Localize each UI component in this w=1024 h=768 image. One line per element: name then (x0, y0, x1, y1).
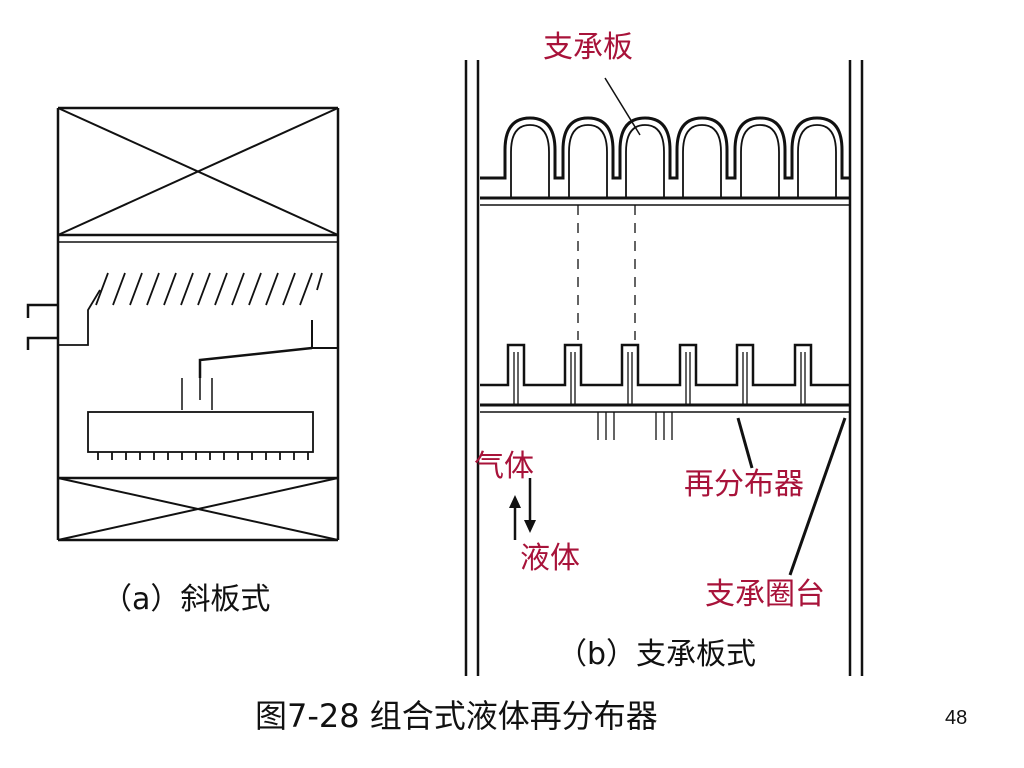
label-gas: 气体 (474, 449, 534, 484)
dashed-guides (577, 205, 636, 340)
upper-packing-bed (57, 106, 339, 237)
distributor-trough (87, 411, 314, 460)
column-walls (464, 60, 864, 676)
page-number: 48 (945, 707, 968, 729)
liquid-down-arrow (524, 478, 536, 533)
leader-redistributor (736, 417, 754, 469)
subfigure-b-label: （b）支承板式 (557, 637, 757, 672)
lower-redistributor-plate (480, 343, 850, 440)
leader-support-plate (604, 77, 641, 136)
upper-support-plate (480, 116, 850, 206)
lower-packing-bed (57, 476, 339, 542)
label-support-plate: 支承板 (543, 30, 633, 65)
label-support-ring: 支承圈台 (705, 577, 825, 612)
leader-support-ring (788, 417, 847, 576)
inclined-plates (95, 272, 323, 306)
subfigure-a-label: （a）斜板式 (102, 582, 271, 617)
inclined-plate-diagram (26, 106, 340, 542)
label-redistributor: 再分布器 (684, 467, 804, 502)
side-inlet-nozzle (26, 303, 58, 350)
label-liquid: 液体 (520, 541, 580, 576)
figure-caption: 图7-28 组合式液体再分布器 (255, 697, 658, 735)
support-plate-diagram (464, 60, 864, 676)
gas-up-arrow (509, 495, 521, 540)
